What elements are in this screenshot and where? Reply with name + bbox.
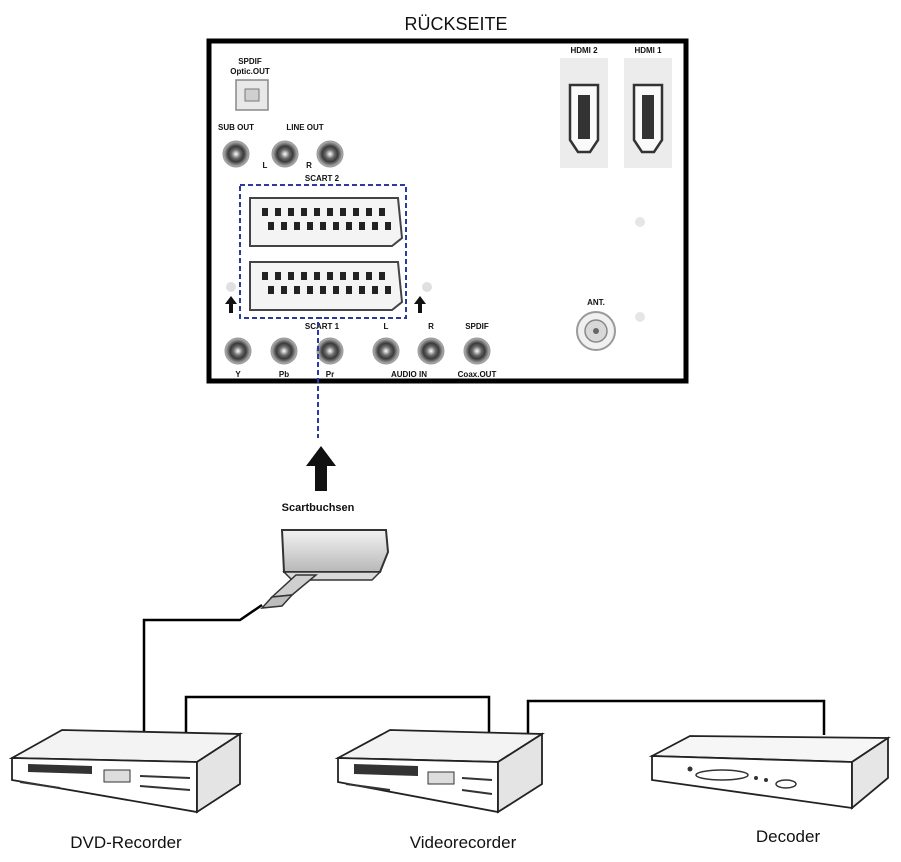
up-arrow-icon (306, 446, 336, 491)
scart-pin (359, 222, 365, 230)
pr-jack (316, 337, 344, 365)
scart-pin (385, 222, 391, 230)
scart-pin (385, 286, 391, 294)
scart-pin (366, 208, 372, 216)
scart-pin (281, 222, 287, 230)
audio-in-label: AUDIO IN (391, 370, 427, 379)
scart-pin (320, 222, 326, 230)
dvd-recorder-device (8, 729, 243, 814)
videorecorder-device (334, 729, 545, 814)
cable (526, 699, 826, 735)
sub-out-label: SUB OUT (218, 123, 254, 132)
cable (184, 695, 491, 735)
scart-pin (307, 222, 313, 230)
scart-pin (379, 272, 385, 280)
spdif-label: SPDIF (238, 57, 262, 66)
scart-pin (333, 222, 339, 230)
scart-dashed-link (317, 317, 322, 438)
scart-pin (262, 208, 268, 216)
scart-pin (307, 286, 313, 294)
scart-pin (320, 286, 326, 294)
hdmi2-label: HDMI 2 (570, 46, 598, 55)
scart1-label: SCART 1 (305, 322, 340, 331)
cable (142, 603, 263, 735)
sub-out-jack (222, 140, 250, 168)
scart-pin (353, 272, 359, 280)
rear-panel-title: RÜCKSEITE (404, 14, 507, 34)
indicator-dot (226, 282, 236, 292)
line-out-l-label: L (263, 161, 268, 170)
scart-pin (346, 286, 352, 294)
pr-label: Pr (326, 370, 334, 379)
scart-pin (314, 208, 320, 216)
spdif-coax-label: SPDIF (465, 322, 489, 331)
audio-r-label: R (428, 322, 434, 331)
line-out-r-label: R (306, 161, 312, 170)
scart2-connector (249, 197, 404, 247)
scart-pin (372, 286, 378, 294)
decoder-device (648, 735, 891, 810)
scart-pin (262, 272, 268, 280)
hdmi1-port (624, 58, 672, 168)
scart1-connector (249, 261, 404, 311)
scart-pin (346, 222, 352, 230)
line-out-label: LINE OUT (286, 123, 323, 132)
line-out-r-jack (316, 140, 344, 168)
scart-pin (340, 208, 346, 216)
spdif-coax-jack (463, 337, 491, 365)
scart-pin (379, 208, 385, 216)
scart-pin (353, 208, 359, 216)
pb-jack (270, 337, 298, 365)
scart-pin (275, 208, 281, 216)
scart-pin (327, 208, 333, 216)
pb-label: Pb (279, 370, 289, 379)
antenna-jack (576, 311, 616, 351)
indicator-dot (422, 282, 432, 292)
scart-pin (333, 286, 339, 294)
scart-pin (268, 286, 274, 294)
audio-l-label: L (384, 322, 389, 331)
scart-pin (372, 222, 378, 230)
coax-out-label: Coax.OUT (458, 370, 497, 379)
ant-label: ANT. (587, 298, 605, 307)
audio-l-jack (372, 337, 400, 365)
up-arrow-icon (414, 296, 426, 313)
decoder-label: Decoder (756, 827, 821, 846)
scart-pin (294, 222, 300, 230)
scart-highlight-box (239, 184, 407, 319)
videorecorder-label: Videorecorder (410, 833, 517, 852)
optic-out-label: Optic.OUT (230, 67, 270, 76)
scart-pin (281, 286, 287, 294)
scart-pin (327, 272, 333, 280)
scart-pin (314, 272, 320, 280)
audio-r-jack (417, 337, 445, 365)
scart-pin (275, 272, 281, 280)
scart-pin (288, 208, 294, 216)
scart-pin (301, 208, 307, 216)
scart2-label: SCART 2 (305, 174, 340, 183)
y-label: Y (235, 370, 241, 379)
indicator-dot (635, 312, 645, 322)
up-arrow-icon (225, 296, 237, 313)
scart-pin (366, 272, 372, 280)
tv-rear-panel: SPDIF Optic.OUT SUB OUT LINE OUT L R SCA… (206, 38, 689, 384)
scart-pin (301, 272, 307, 280)
scart-pin (359, 286, 365, 294)
hdmi1-label: HDMI 1 (634, 46, 662, 55)
scart-pin (340, 272, 346, 280)
hdmi2-port (560, 58, 608, 168)
scart-pin (294, 286, 300, 294)
line-out-l-jack (271, 140, 299, 168)
scart-plug-label: Scartbuchsen (282, 502, 355, 514)
indicator-dot (635, 217, 645, 227)
scart-pin (268, 222, 274, 230)
dvd-recorder-label: DVD-Recorder (70, 833, 182, 852)
scart-pin (288, 272, 294, 280)
y-jack (224, 337, 252, 365)
scart-plug (260, 529, 390, 609)
